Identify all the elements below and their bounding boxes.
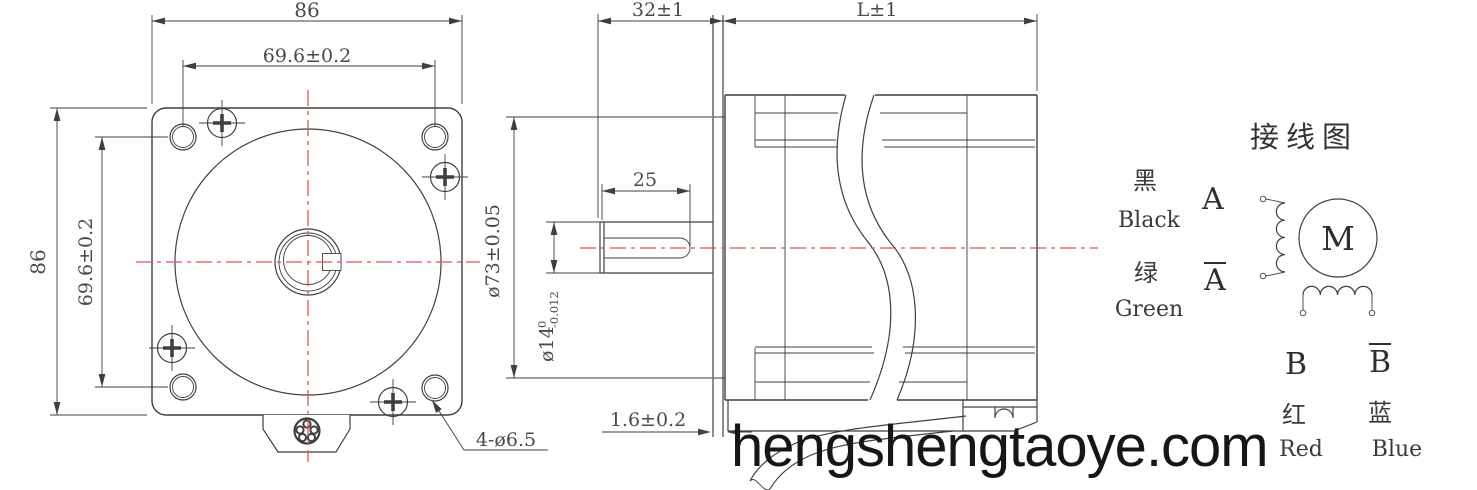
connector-detail bbox=[994, 407, 1014, 419]
dim-shaft-length-label: 32±1 bbox=[632, 0, 684, 21]
dim-hole-spacing-left-label: 69.6±0.2 bbox=[75, 218, 97, 306]
dim-hole-spacing-top-label: 69.6±0.2 bbox=[263, 45, 351, 67]
centerlines bbox=[136, 90, 1098, 462]
wiring-title: 接线图 bbox=[1250, 120, 1358, 154]
phase-b-color-en: Red bbox=[1279, 437, 1323, 462]
screw-icon bbox=[199, 100, 245, 146]
motor-symbol: M bbox=[1298, 198, 1378, 278]
dim-pilot-height-label: 1.6±0.2 bbox=[610, 409, 686, 431]
dim-height-left-label: 86 bbox=[26, 249, 50, 274]
dim-pilot-diameter-label: ø73±0.05 bbox=[482, 204, 504, 298]
side-view: 32±1 L±1 25 ø73±0.05 ø1 bbox=[482, 0, 1038, 490]
phase-b-bar-color-cn: 蓝 bbox=[1368, 399, 1392, 427]
phase-b-label: B bbox=[1285, 347, 1307, 382]
phase-a-color-cn: 黑 bbox=[1133, 167, 1157, 195]
dim-width-top: 86 bbox=[151, 0, 463, 104]
dim-width-top-label: 86 bbox=[294, 0, 319, 22]
phase-b-bar-color-en: Blue bbox=[1372, 437, 1422, 462]
pilot-boss bbox=[712, 15, 725, 437]
front-view: 86 69.6±0.2 86 69.6±0.2 4-ø6.5 bbox=[26, 0, 548, 453]
winding-a-symbol bbox=[1259, 195, 1286, 280]
break-line bbox=[861, 94, 917, 401]
wiring-diagram: 接线图 黑 Black A 绿 Green A M B B 红 bbox=[1115, 120, 1422, 462]
watermark-text: hengshengtaoye.com bbox=[731, 414, 1268, 479]
dim-pilot-diameter: ø73±0.05 bbox=[482, 116, 712, 379]
break-line bbox=[836, 94, 892, 401]
dim-body-length: L±1 bbox=[723, 0, 1038, 91]
dim-shaft-diameter: ø14 0 -0.012 bbox=[535, 221, 600, 362]
keyway-slot bbox=[604, 237, 691, 259]
dim-keyway-length: 25 bbox=[601, 169, 691, 246]
dim-shaft-diameter-label: ø14 bbox=[536, 326, 558, 362]
dim-pilot-height: 1.6±0.2 bbox=[602, 409, 752, 436]
motor-label: M bbox=[1321, 219, 1355, 258]
phase-a-color-en: Black bbox=[1118, 208, 1181, 233]
dim-shaft-tol-upper: 0 bbox=[535, 321, 549, 328]
screw-icon bbox=[370, 379, 416, 425]
phase-a-bar-color-en: Green bbox=[1115, 297, 1183, 322]
phase-a-bar-color-cn: 绿 bbox=[1134, 259, 1158, 287]
shaft bbox=[599, 221, 713, 274]
phase-b-color-cn: 红 bbox=[1282, 401, 1306, 429]
dim-mounting-holes: 4-ø6.5 bbox=[429, 398, 548, 451]
phase-b-bar-label: B bbox=[1369, 345, 1391, 380]
mounting-screws bbox=[149, 100, 468, 425]
dim-hole-spacing-top: 69.6±0.2 bbox=[182, 45, 436, 126]
dim-shaft-length: 32±1 bbox=[597, 0, 723, 218]
phase-a-bar-label: A bbox=[1203, 263, 1226, 298]
dim-height-left: 86 bbox=[26, 107, 147, 416]
phase-a-label: A bbox=[1201, 182, 1224, 217]
motor-body bbox=[724, 94, 1038, 401]
dim-body-length-label: L±1 bbox=[857, 0, 898, 21]
dim-shaft-tol-lower: -0.012 bbox=[547, 291, 561, 328]
mounting-holes bbox=[169, 123, 449, 402]
dim-keyway-length-label: 25 bbox=[633, 169, 657, 191]
screw-icon bbox=[422, 154, 468, 200]
winding-b-symbol bbox=[1299, 285, 1376, 317]
dim-hole-spacing-left: 69.6±0.2 bbox=[75, 136, 168, 388]
screw-icon bbox=[149, 325, 195, 371]
front-connector bbox=[262, 415, 351, 453]
cable-housing bbox=[727, 400, 1038, 432]
dim-mounting-holes-label: 4-ø6.5 bbox=[476, 429, 536, 451]
